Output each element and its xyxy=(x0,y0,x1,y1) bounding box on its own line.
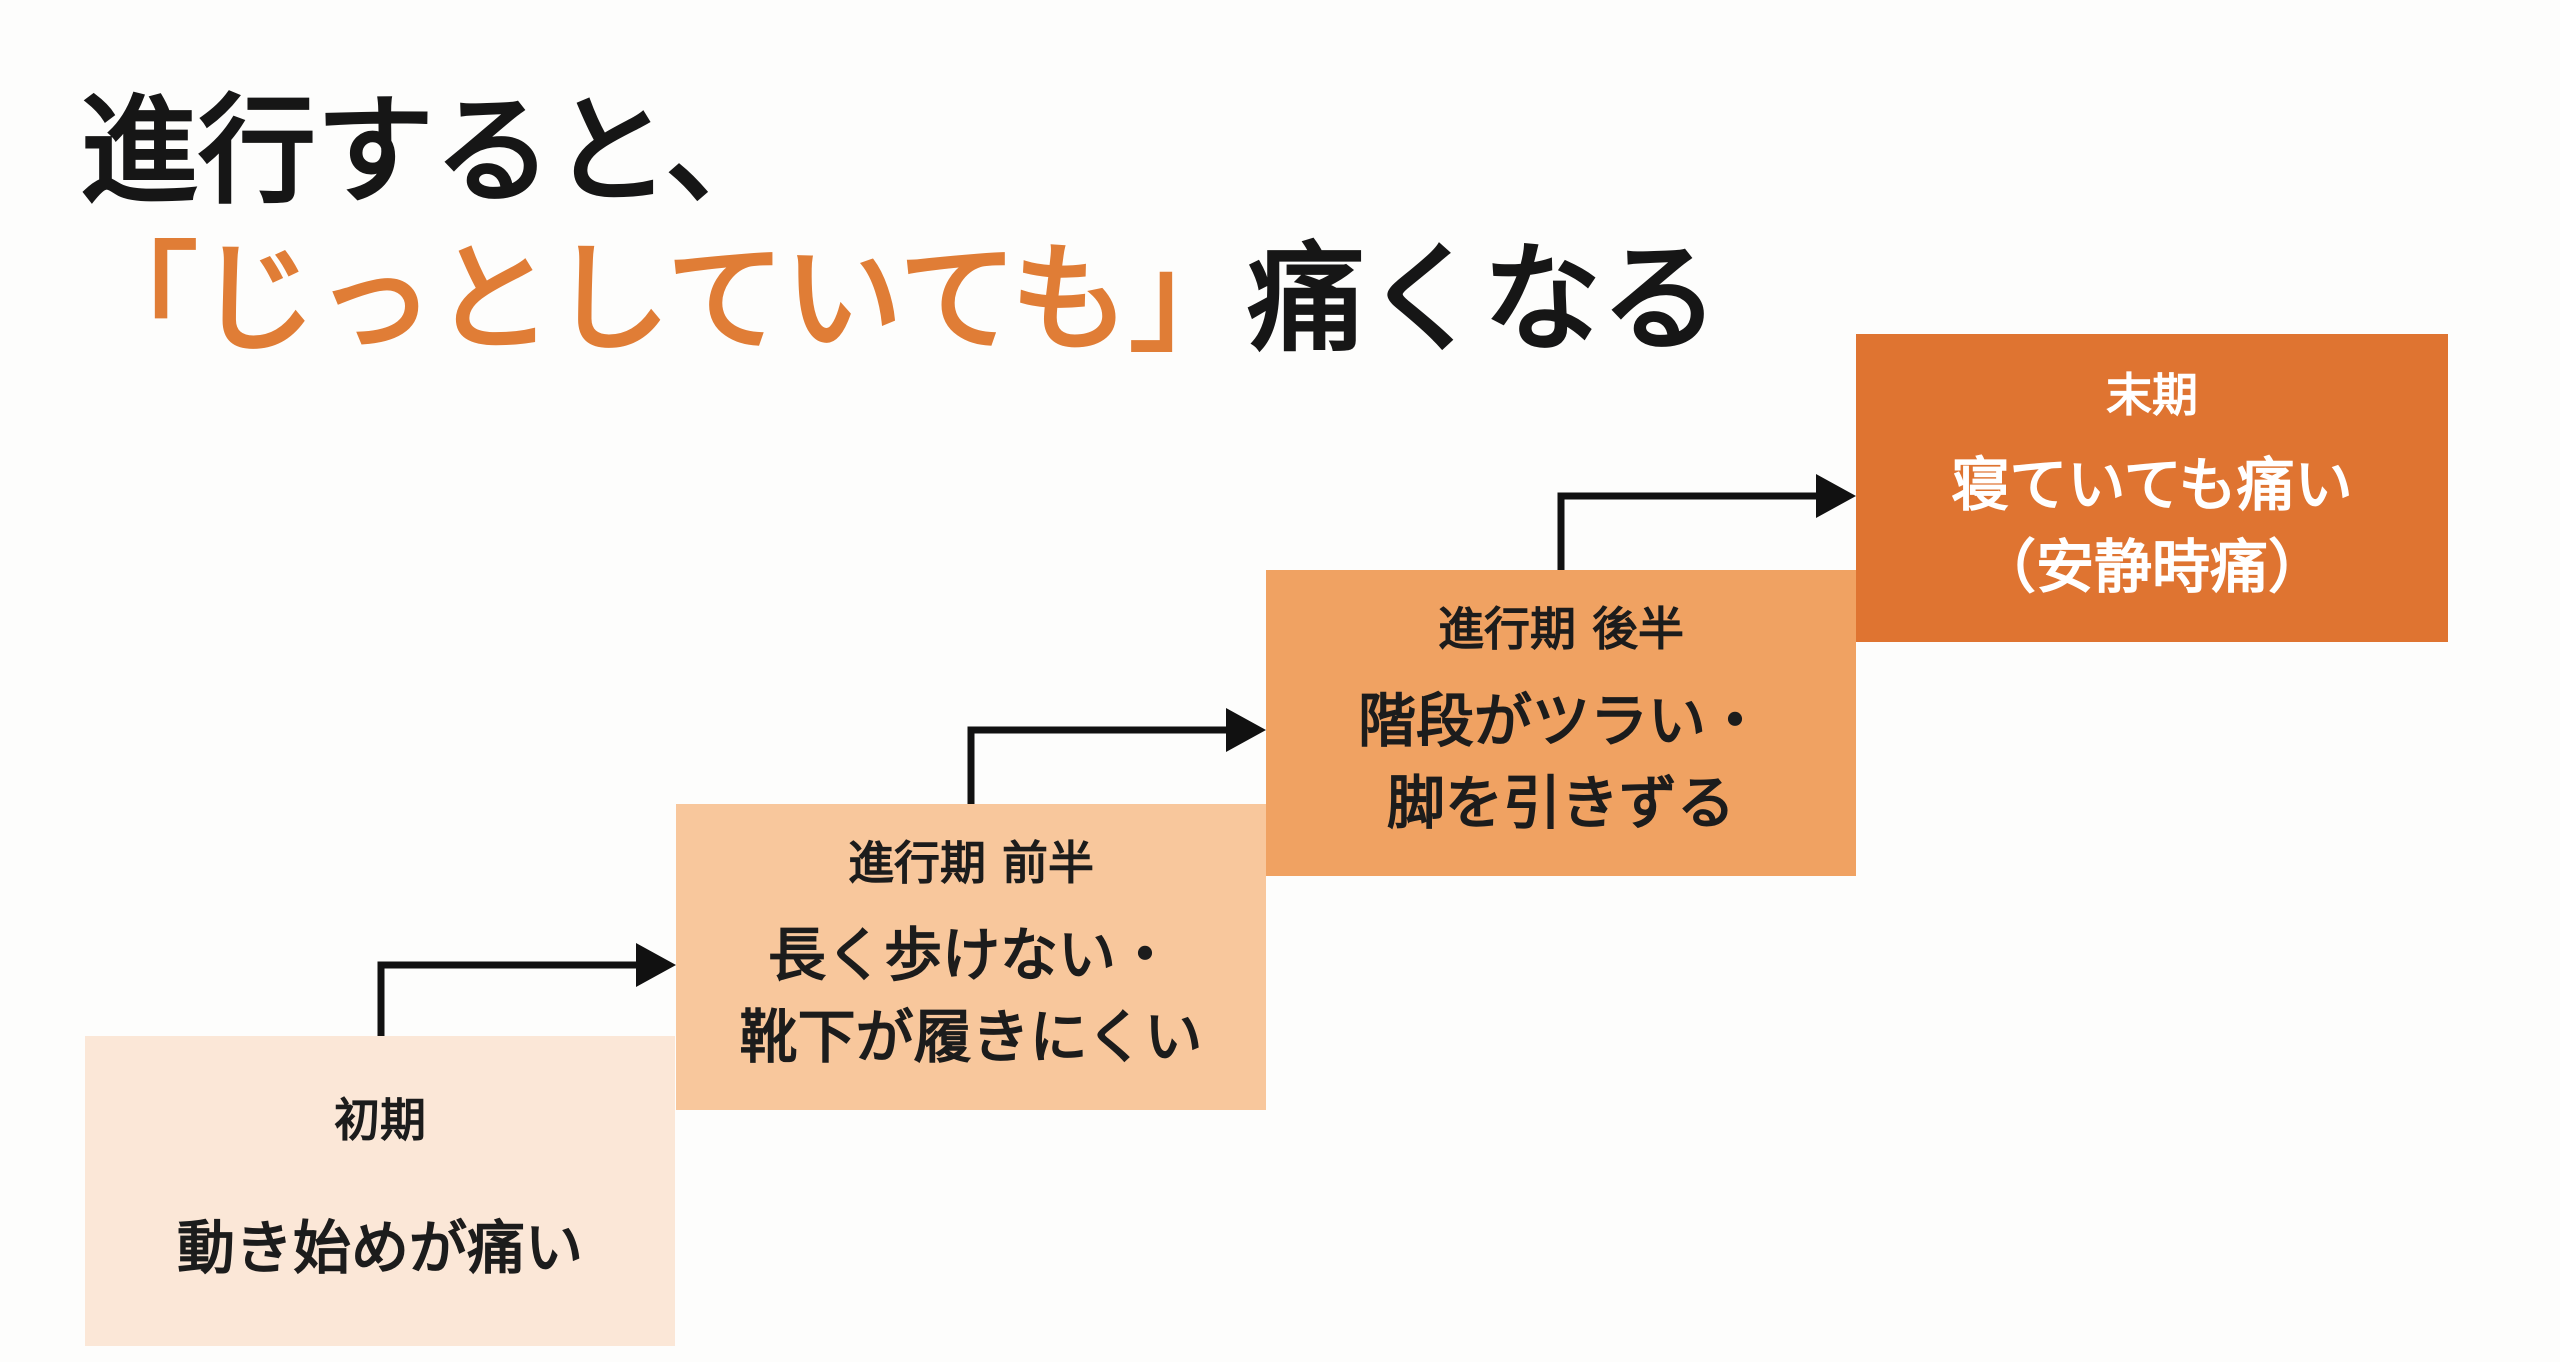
stage-description: 寝ていても痛い （安静時痛） xyxy=(1951,445,2352,607)
stage-desc-line: 寝ていても痛い xyxy=(1951,451,2353,520)
step-up-arrow-icon xyxy=(377,943,676,1036)
stage-label: 進行期 前半 xyxy=(847,836,1094,891)
stage-label: 末期 xyxy=(2106,368,2198,423)
step-up-arrow-icon xyxy=(967,708,1266,804)
stage-final-box: 末期 寝ていても痛い （安静時痛） xyxy=(1856,334,2448,642)
step-up-arrow-icon xyxy=(1557,474,1856,570)
stage-progress-early-box: 進行期 前半 長く歩けない・ 靴下が履きにくい xyxy=(676,804,1266,1110)
title-line-1: 進行すると、 xyxy=(80,82,784,220)
stage-description: 階段がツラい・ 脚を引きずる xyxy=(1358,681,1764,843)
stage-desc-line: 靴下が履きにくい xyxy=(739,1002,1203,1071)
stage-label: 進行期 後半 xyxy=(1437,602,1684,657)
title-line-2: 「じっとしていても」痛くなる xyxy=(80,240,1719,358)
stage-early-box: 初期 動き始めが痛い xyxy=(85,1036,675,1346)
stage-desc-line: 動き始めが痛い xyxy=(176,1214,583,1282)
stage-label: 初期 xyxy=(334,1092,426,1147)
stage-description: 動き始めが痛い xyxy=(177,1208,583,1289)
stage-desc-line: 長く歩けない・ xyxy=(767,921,1174,990)
stage-desc-line: （安静時痛） xyxy=(1977,532,2326,601)
title-accent-text: 「じっとしていても」 xyxy=(80,230,1248,368)
stage-progress-late-box: 進行期 後半 階段がツラい・ 脚を引きずる xyxy=(1266,570,1856,876)
stage-desc-line: 脚を引きずる xyxy=(1386,768,1735,837)
title-rest-text: 痛くなる xyxy=(1247,230,1720,368)
stage-description: 長く歩けない・ 靴下が履きにくい xyxy=(740,915,1203,1077)
stage-desc-line: 階段がツラい・ xyxy=(1357,687,1764,756)
